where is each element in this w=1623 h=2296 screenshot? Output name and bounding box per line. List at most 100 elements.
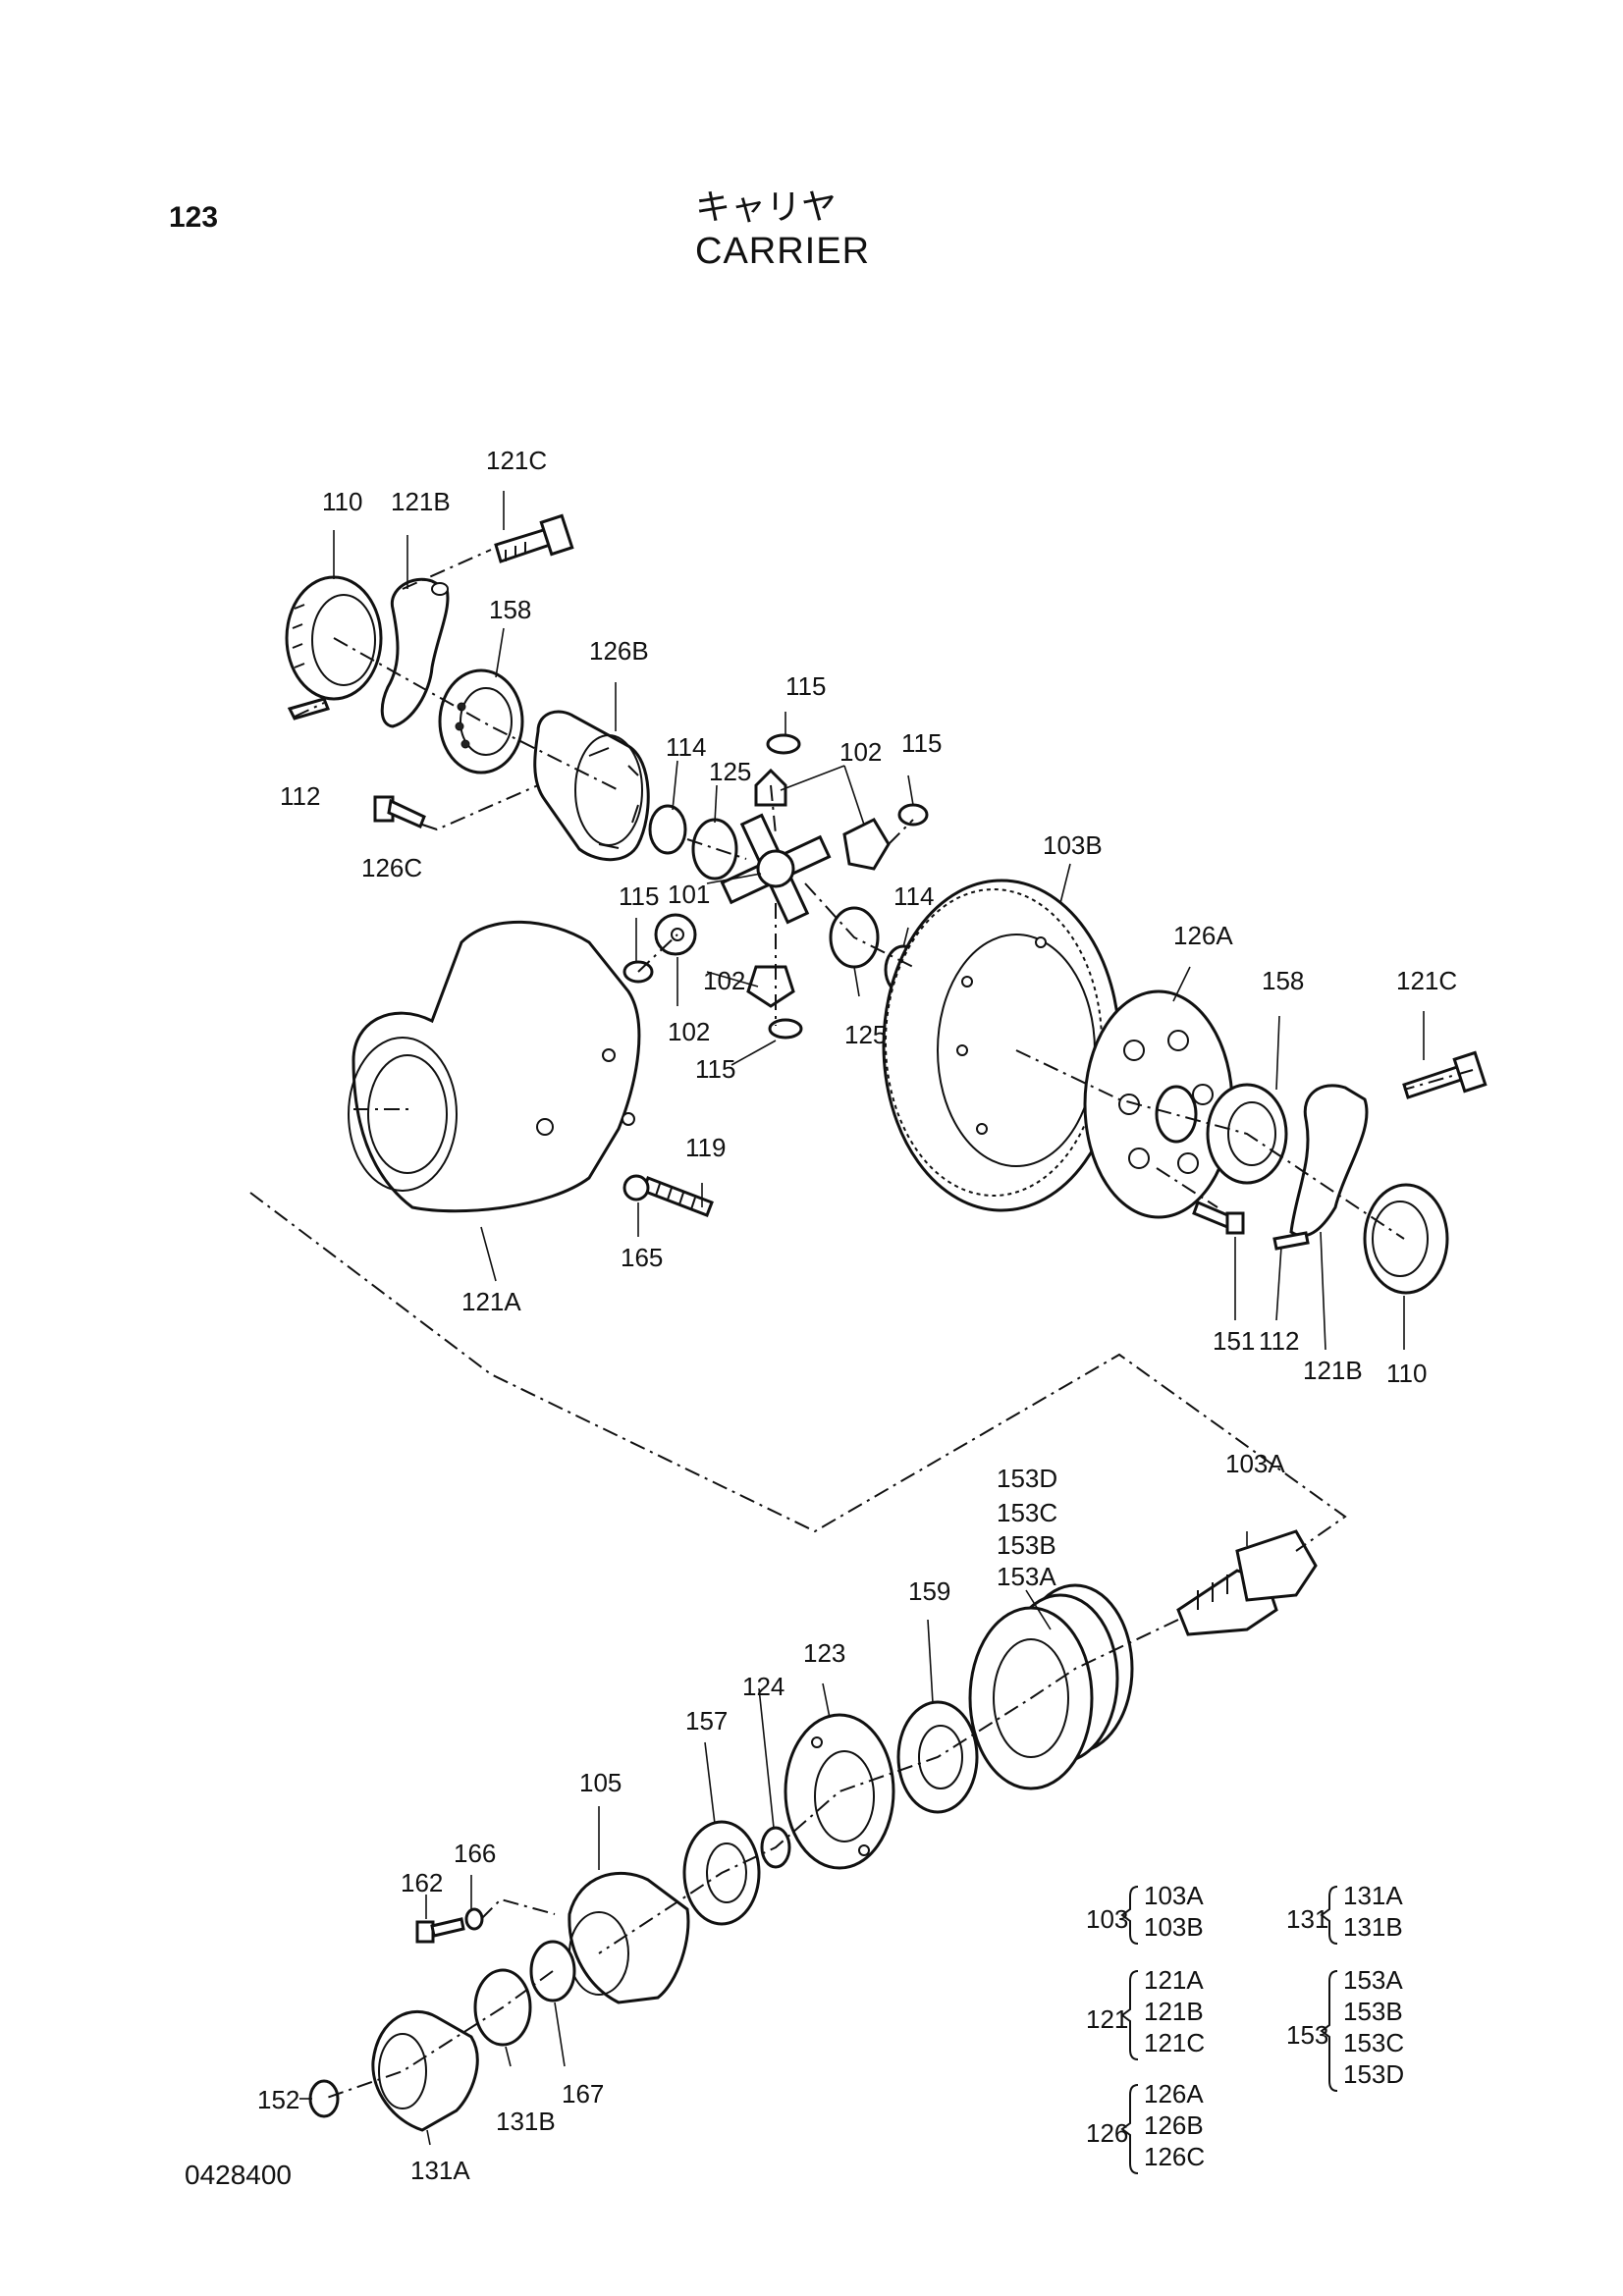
page-number: 123	[169, 201, 219, 234]
callout-103a: 103A	[1225, 1449, 1285, 1478]
assembly-brace	[1120, 1970, 1139, 2060]
callout-159: 159	[908, 1576, 950, 1606]
bearing-cap-121b-right	[1289, 1084, 1369, 1238]
assembly-parent-121: 121	[1086, 2004, 1128, 2034]
carrier-housing-121a	[348, 920, 641, 1213]
differential-case-126b	[533, 710, 650, 862]
callout-125: 125	[844, 1020, 887, 1049]
callout-114: 114	[893, 881, 934, 911]
callout-162: 162	[401, 1868, 443, 1897]
callout-153a: 153A	[997, 1562, 1056, 1591]
callout-124: 124	[742, 1672, 784, 1701]
assembly-child-121C: 121C	[1144, 2028, 1205, 2057]
ring-gear-103b	[882, 879, 1121, 1212]
assembly-child-153D: 153D	[1343, 2059, 1404, 2089]
callout-131a: 131A	[410, 2156, 470, 2185]
callout-167: 167	[562, 2079, 604, 2109]
washer-115-top	[766, 733, 801, 755]
thrust-washer-114-upper	[648, 804, 687, 855]
callout-126b: 126B	[589, 636, 649, 666]
callout-105: 105	[579, 1768, 622, 1797]
washer-115-right	[897, 803, 929, 827]
callout-115: 115	[695, 1054, 735, 1084]
callout-153d: 153D	[997, 1464, 1057, 1493]
callout-110: 110	[322, 487, 362, 516]
callout-121c: 121C	[486, 446, 547, 475]
washer-166	[464, 1907, 484, 1931]
assembly-child-126B: 126B	[1144, 2110, 1204, 2140]
callout-119: 119	[685, 1133, 726, 1162]
assembly-child-131A: 131A	[1343, 1881, 1403, 1910]
pinion-gear-102-left	[654, 913, 697, 956]
callout-121b: 121B	[1303, 1356, 1363, 1385]
assembly-child-121A: 121A	[1144, 1965, 1204, 1995]
page-title-japanese: キャリヤ	[695, 187, 838, 228]
assembly-brace	[1120, 2084, 1139, 2174]
bolt-126c	[373, 795, 426, 828]
spider-cross-101	[720, 813, 832, 925]
callout-153b: 153B	[997, 1530, 1056, 1560]
callout-112: 112	[280, 781, 320, 811]
callout-110: 110	[1386, 1359, 1427, 1388]
companion-flange-131a	[371, 2009, 479, 2132]
washer-115-bottom	[768, 1018, 803, 1040]
assembly-lines	[249, 549, 1474, 2100]
callout-166: 166	[454, 1839, 496, 1868]
callout-121b: 121B	[391, 487, 451, 516]
callout-158: 158	[1262, 966, 1304, 995]
nut-165	[622, 1174, 650, 1201]
bolt-121c-left	[494, 513, 574, 563]
callout-102: 102	[703, 966, 745, 995]
bearing-cap-121b-left	[380, 577, 450, 728]
assembly-brace	[1320, 1970, 1338, 2092]
assembly-child-126C: 126C	[1144, 2142, 1205, 2171]
leader-lines	[299, 491, 1425, 2146]
callout-153c: 153C	[997, 1498, 1057, 1527]
pinion-gear-102-right	[842, 818, 891, 871]
callout-123: 123	[803, 1638, 845, 1668]
assembly-brace	[1120, 1886, 1139, 1945]
assembly-parent-131: 131	[1286, 1904, 1328, 1934]
callout-125: 125	[709, 757, 751, 786]
callout-126c: 126C	[361, 853, 422, 882]
nut-152	[308, 2079, 340, 2118]
tapered-bearing-158-left	[438, 668, 524, 774]
assembly-child-121B: 121B	[1144, 1997, 1204, 2026]
diagram-code: 0428400	[185, 2160, 293, 2190]
callout-103b: 103B	[1043, 830, 1103, 860]
drive-pinion-103a	[1176, 1529, 1318, 1636]
lock-plate-112-right	[1272, 1231, 1310, 1251]
callout-115: 115	[785, 671, 826, 701]
bolt-162	[415, 1917, 465, 1944]
callout-labels: 110 121B 121C 158 126B 112 126C 115 102 …	[257, 446, 1457, 2185]
adjusting-nut-110-right	[1363, 1183, 1449, 1295]
assembly-child-153B: 153B	[1343, 1997, 1403, 2026]
pinion-gear-102-bottom	[746, 965, 795, 1008]
assembly-parent-126: 126	[1086, 2118, 1128, 2148]
callout-121c: 121C	[1396, 966, 1457, 995]
callout-151: 151	[1213, 1326, 1255, 1356]
side-gear-125-upper	[691, 818, 738, 881]
callout-115: 115	[619, 881, 659, 911]
retainer-105	[568, 1871, 690, 2004]
callout-157: 157	[685, 1706, 728, 1735]
callout-126a: 126A	[1173, 921, 1233, 950]
bolt-151	[1192, 1200, 1245, 1235]
assembly-child-126A: 126A	[1144, 2079, 1204, 2109]
callout-112: 112	[1259, 1326, 1299, 1356]
assembly-child-153C: 153C	[1343, 2028, 1404, 2057]
assembly-brace	[1320, 1886, 1338, 1945]
bearing-cage-123	[784, 1713, 895, 1870]
callout-165: 165	[621, 1243, 663, 1272]
callout-102: 102	[668, 1017, 710, 1046]
assembly-parent-153: 153	[1286, 2020, 1328, 2050]
page-title: CARRIER	[695, 231, 871, 272]
assembly-legend: 103103A103B121121A121B121C126126A126B126…	[1086, 1881, 1404, 2174]
differential-case-126a	[1083, 989, 1234, 1219]
assembly-parent-103: 103	[1086, 1904, 1128, 1934]
callout-158: 158	[489, 595, 531, 624]
callout-152: 152	[257, 2085, 299, 2114]
assembly-child-103B: 103B	[1144, 1912, 1204, 1942]
callout-101: 101	[668, 880, 710, 909]
